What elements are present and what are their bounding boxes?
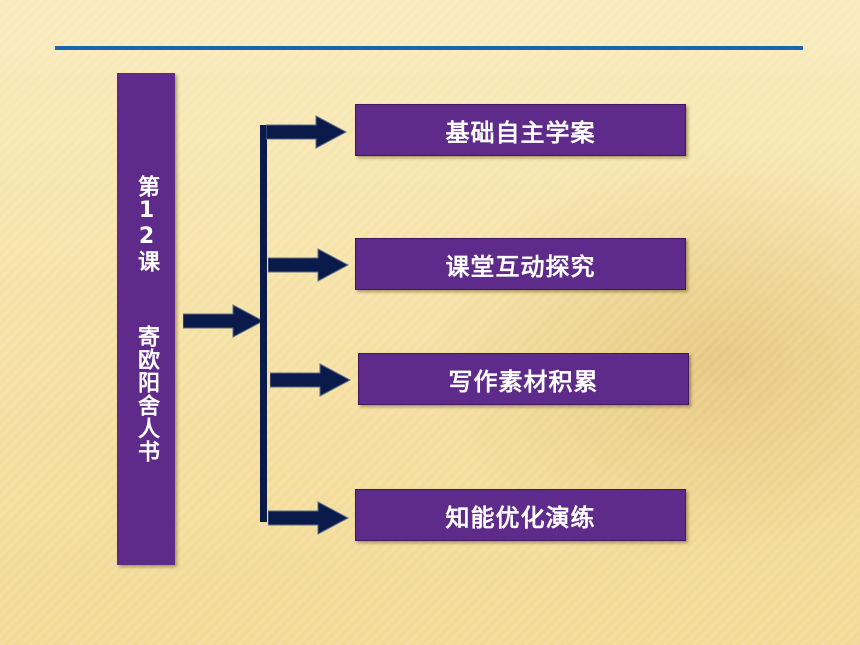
branch-arrow-icon-1 <box>266 115 348 149</box>
menu-item-label: 基础自主学案 <box>445 118 596 147</box>
lesson-title: 第12课 寄欧阳舍人书 <box>134 175 159 463</box>
menu-item-writing-materials[interactable]: 写作素材积累 <box>358 353 689 405</box>
menu-item-label: 知能优化演练 <box>445 503 596 532</box>
header-divider <box>55 46 803 50</box>
lesson-title-box: 第12课 寄欧阳舍人书 <box>117 73 175 565</box>
branch-connector <box>260 125 267 522</box>
menu-item-practice-exercises[interactable]: 知能优化演练 <box>355 489 686 541</box>
menu-item-label: 写作素材积累 <box>448 367 599 396</box>
menu-item-classroom-interaction[interactable]: 课堂互动探究 <box>355 238 686 290</box>
main-right-arrow-icon <box>183 304 265 338</box>
branch-arrow-icon-4 <box>268 501 350 535</box>
branch-arrow-icon-3 <box>270 363 352 397</box>
branch-arrow-icon-2 <box>268 248 350 282</box>
menu-item-basic-study[interactable]: 基础自主学案 <box>355 104 686 156</box>
menu-item-label: 课堂互动探究 <box>445 252 596 281</box>
